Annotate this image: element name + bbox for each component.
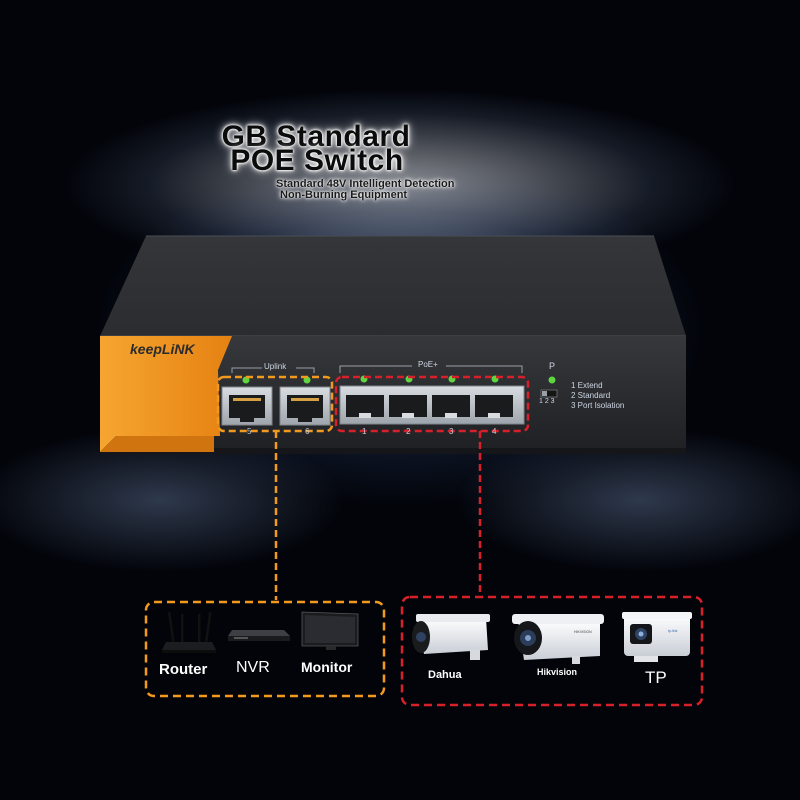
headline-line2: POE Switch <box>230 144 404 177</box>
svg-text:HIKVISION: HIKVISION <box>574 630 592 634</box>
uplink-bracket <box>231 367 315 373</box>
camera-icon <box>412 614 490 660</box>
monitor-label: Monitor <box>301 659 353 675</box>
mode-switch <box>540 389 558 398</box>
mode-positions: 1 2 3 <box>539 398 555 405</box>
brand-logo: keepLiNK <box>130 341 195 357</box>
port-number-4: 4 <box>492 427 497 436</box>
port-number-6: 6 <box>305 427 310 436</box>
uplink-label: Uplink <box>264 362 287 371</box>
port-number-3: 3 <box>449 427 454 436</box>
camera-icon: tp-link <box>622 612 692 662</box>
svg-text:tp-link: tp-link <box>668 629 678 633</box>
uplink-port-5 <box>221 386 273 426</box>
mode-switch-label: P <box>549 361 556 371</box>
port-number-2: 2 <box>406 427 411 436</box>
port-number-1: 1 <box>362 427 367 436</box>
dahua-label: Dahua <box>428 669 462 681</box>
headline-line1: GB Standard <box>221 120 411 153</box>
monitor-icon <box>301 611 359 650</box>
poe-port-block <box>339 385 525 425</box>
nvr-icon <box>228 630 290 641</box>
poe-label: PoE+ <box>418 360 438 369</box>
uplink-port-6 <box>279 386 331 426</box>
router-icon <box>162 611 216 653</box>
mode-option-1: 1 Extend <box>571 381 603 390</box>
poe-bracket <box>339 365 523 373</box>
tp-label: TP <box>645 668 667 687</box>
switch-top-face <box>100 236 686 336</box>
mode-option-2: 2 Standard <box>571 391 611 400</box>
subheadline-line2: Non-Burning Equipment <box>280 189 408 201</box>
uplink-devices-frame <box>144 600 386 698</box>
port-number-5: 5 <box>247 427 252 436</box>
subheadline-line1: Standard 48V Intelligent Detection <box>276 178 455 190</box>
led-power <box>548 376 556 384</box>
nvr-label: NVR <box>236 659 270 676</box>
poe-devices-frame <box>400 595 704 707</box>
mode-option-3: 3 Port Isolation <box>571 401 625 410</box>
poe-switch <box>100 235 686 454</box>
poe-highlight-frame <box>334 375 530 433</box>
router-label: Router <box>159 661 208 678</box>
camera-icon: HIKVISION <box>512 614 604 664</box>
hikvision-label: Hikvision <box>537 667 578 677</box>
